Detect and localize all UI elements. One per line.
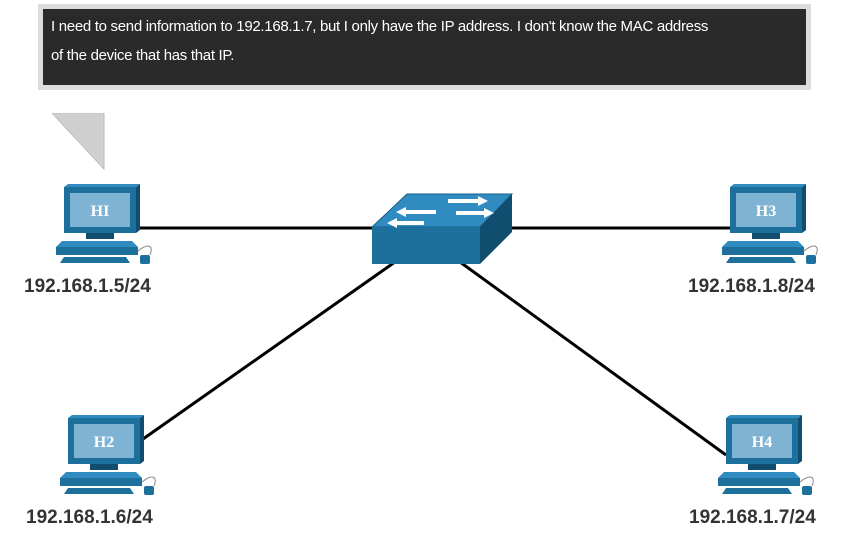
- host-ip-h4: 192.168.1.7/24: [689, 507, 816, 528]
- speech-line-2: of the device that has that IP.: [51, 47, 235, 64]
- speech-text-box: I need to send information to 192.168.1.…: [43, 9, 806, 85]
- host-name-h1: HI: [91, 203, 110, 220]
- host-ip-h3: 192.168.1.8/24: [688, 276, 815, 297]
- link-switch-h4: [459, 260, 727, 457]
- host-name-h4: H4: [752, 434, 772, 451]
- host-name-h3: H3: [756, 203, 776, 220]
- switch-icon: [370, 193, 514, 264]
- speech-bubble-tail-icon: [52, 113, 105, 171]
- computer-icon: H4: [718, 415, 814, 495]
- host-ip-h1: 192.168.1.5/24: [24, 276, 151, 297]
- host-name-h2: H2: [94, 434, 114, 451]
- host-ip-h2: 192.168.1.6/24: [26, 507, 153, 528]
- link-h2-switch: [142, 260, 396, 441]
- network-links: [138, 226, 734, 457]
- speech-line-1: I need to send information to 192.168.1.…: [51, 18, 709, 35]
- computer-icon: H2: [60, 415, 156, 495]
- computer-icon: HI: [56, 184, 152, 264]
- computer-icon: H3: [722, 184, 818, 264]
- speech-bubble: I need to send information to 192.168.1.…: [38, 4, 811, 90]
